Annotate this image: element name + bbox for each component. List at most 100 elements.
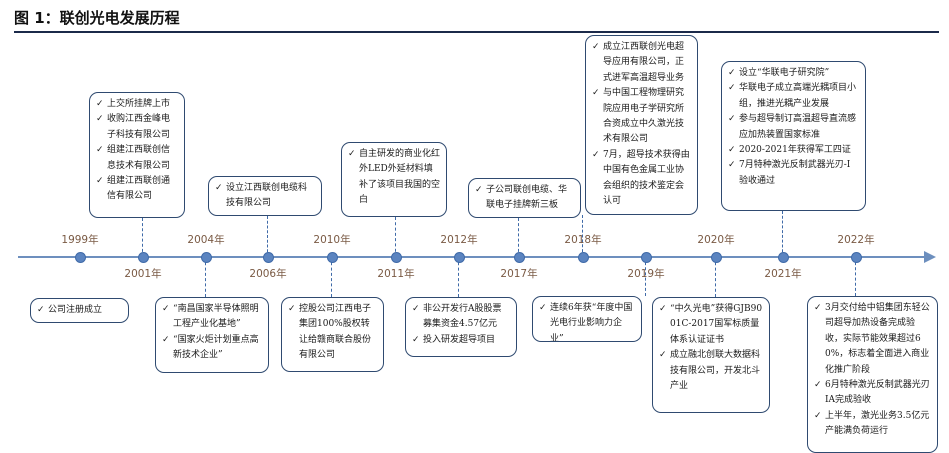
timeline-dot-2019年	[640, 251, 652, 263]
event-item-text: 6月特种激光反制武器光刃IA完成验收	[825, 380, 930, 406]
event-item: ✓与中国工程物理研究院应用电子学研究所合资成立中久激光技术有限公司	[592, 86, 691, 148]
timeline-dot-2010年	[326, 251, 338, 263]
event-item-text: 组建江西联创信息技术有限公司	[107, 145, 171, 171]
connector-2019年	[645, 257, 647, 296]
event-item: ✓设立江西联创电缆科技有限公司	[215, 181, 315, 212]
check-icon: ✓	[96, 99, 104, 109]
event-box-2010-lower: ✓控股公司江西电子集团100%股权转让给赣商联合股份有限公司	[281, 297, 384, 372]
event-item: ✓收购江西金峰电子科技有限公司	[96, 112, 178, 143]
timeline-dot-2001年	[137, 251, 149, 263]
event-item-text: 非公开发行A股股票募集资金4.57亿元	[423, 304, 502, 330]
event-item-text: 成立融北创联大数据科技有限公司，开发北斗产业	[670, 350, 761, 392]
event-item: ✓成立融北创联大数据科技有限公司，开发北斗产业	[659, 348, 763, 394]
timeline-dot-2012年	[453, 251, 465, 263]
event-item-text: 7月，超导技术获得由中国有色金属工业协会组织的技术鉴定会认可	[603, 149, 690, 207]
check-icon: ✓	[592, 149, 600, 160]
event-item-text: 设立“华联电子研究院”	[739, 68, 830, 78]
event-item-text: 收购江西金峰电子科技有限公司	[107, 114, 171, 140]
event-item: ✓3月交付给中铝集团东轻公司超导加热设备完成验收，实际节能效果超过60%，标志着…	[814, 301, 931, 378]
event-box-2019: ✓“中久光电”获得GJB9001C-2017国军标质量体系认证证书✓成立融北创联…	[652, 297, 770, 413]
timeline-dot-1999年	[74, 251, 86, 263]
year-label: 2010年	[313, 234, 351, 246]
event-box-2001: ✓上交所挂牌上市✓收购江西金峰电子科技有限公司✓组建江西联创信息技术有限公司✓组…	[89, 92, 185, 218]
event-item: ✓“南昌国家半导体照明工程产业化基地”	[162, 302, 262, 333]
event-item: ✓华联电子成立高端光耦项目小组，推进光耦产业发展	[728, 81, 859, 112]
timeline-dot-2006年	[262, 251, 274, 263]
check-icon: ✓	[728, 68, 736, 78]
event-item-text: 7月特种激光反制武器光刃-I验收通过	[739, 160, 851, 186]
event-item-text: 投入研发超导项目	[423, 334, 496, 345]
check-icon: ✓	[96, 114, 104, 125]
event-item: ✓2020-2021年获得军工四证	[728, 143, 859, 158]
event-item: ✓上交所挂牌上市	[96, 97, 178, 112]
check-icon: ✓	[728, 160, 736, 171]
timeline-dot-2017年	[513, 251, 525, 263]
check-icon: ✓	[592, 88, 600, 99]
event-box-2020: ✓设立“华联电子研究院”✓华联电子成立高端光耦项目小组，推进光耦产业发展✓参与超…	[721, 61, 866, 211]
check-icon: ✓	[814, 303, 822, 313]
check-icon: ✓	[162, 334, 170, 345]
check-icon: ✓	[96, 145, 104, 156]
timeline-dot-2020年	[710, 251, 722, 263]
event-item-text: “国家火炬计划重点高新技术企业”	[173, 334, 259, 361]
event-item-text: 华联电子成立高端光耦项目小组，推进光耦产业发展	[739, 83, 857, 109]
event-item: ✓成立江西联创光电超导应用有限公司，正式进军高温超导业务	[592, 40, 691, 86]
connector-2021年	[782, 211, 784, 257]
event-box-2018-lower: ✓连续6年获“年度中国光电行业影响力企业”	[532, 296, 642, 342]
event-item: ✓组建江西联创通信有限公司	[96, 174, 178, 205]
event-item: ✓“国家火炬计划重点高新技术企业”	[162, 333, 262, 364]
event-box-2006: ✓设立江西联创电缆科技有限公司	[208, 176, 322, 216]
check-icon: ✓	[728, 114, 736, 125]
connector-2012年	[458, 257, 460, 297]
event-item-text: 3月交付给中铝集团东轻公司超导加热设备完成验收，实际节能效果超过60%，标志着全…	[825, 303, 930, 375]
check-icon: ✓	[728, 83, 736, 94]
event-item: ✓参与超导制订高温超导直流感应加热装置国家标准	[728, 112, 859, 143]
connector-2020年	[715, 257, 717, 297]
connector-2006年	[267, 216, 269, 257]
event-item-text: 2020-2021年获得军工四证	[739, 145, 851, 156]
check-icon: ✓	[162, 304, 170, 314]
event-item: ✓上半年，激光业务3.5亿元产能满负荷运行	[814, 409, 931, 440]
connector-2018年	[582, 215, 584, 257]
event-item-text: “中久光电”获得GJB9001C-2017国军标质量体系认证证书	[670, 304, 763, 345]
check-icon: ✓	[475, 185, 483, 195]
connector-2001年	[142, 218, 144, 257]
event-item: ✓投入研发超导项目	[412, 333, 510, 348]
check-icon: ✓	[659, 304, 667, 314]
event-item: ✓控股公司江西电子集团100%股权转让给赣商联合股份有限公司	[288, 302, 377, 364]
event-item-text: 与中国工程物理研究院应用电子学研究所合资成立中久激光技术有限公司	[603, 88, 685, 145]
event-item: ✓非公开发行A股股票募集资金4.57亿元	[412, 302, 510, 333]
event-item-text: 组建江西联创通信有限公司	[107, 176, 171, 202]
connector-2022年	[855, 257, 857, 296]
event-box-1999: ✓公司注册成立	[30, 298, 129, 323]
check-icon: ✓	[412, 304, 420, 314]
event-item-text: 参与超导制订高温超导直流感应加热装置国家标准	[739, 114, 857, 140]
check-icon: ✓	[215, 183, 223, 193]
check-icon: ✓	[659, 350, 667, 361]
event-item: ✓公司注册成立	[37, 303, 122, 318]
event-item-text: 上半年，激光业务3.5亿元产能满负荷运行	[825, 410, 930, 437]
event-box-2017: ✓子公司联创电缆、华联电子挂牌新三板	[468, 178, 581, 218]
year-label: 1999年	[61, 234, 99, 246]
check-icon: ✓	[288, 304, 296, 314]
year-label: 2006年	[249, 268, 287, 280]
event-item-text: 子公司联创电缆、华联电子挂牌新三板	[486, 185, 568, 211]
event-item-text: 设立江西联创电缆科技有限公司	[226, 183, 308, 209]
year-label: 2012年	[440, 234, 478, 246]
event-item: ✓设立“华联电子研究院”	[728, 66, 859, 81]
check-icon: ✓	[728, 145, 736, 156]
connector-2010年	[331, 257, 333, 297]
year-label: 2011年	[377, 268, 415, 280]
year-label: 2018年	[564, 234, 602, 246]
year-label: 2019年	[627, 268, 665, 280]
event-box-2018-upper: ✓成立江西联创光电超导应用有限公司，正式进军高温超导业务✓与中国工程物理研究院应…	[585, 35, 698, 215]
event-item-text: 成立江西联创光电超导应用有限公司，正式进军高温超导业务	[603, 42, 685, 83]
timeline-dot-2018年	[577, 251, 589, 263]
check-icon: ✓	[814, 380, 822, 391]
event-item: ✓连续6年获“年度中国光电行业影响力企业”	[539, 301, 635, 341]
event-item-text: 控股公司江西电子集团100%股权转让给赣商联合股份有限公司	[299, 304, 372, 361]
event-box-2012: ✓非公开发行A股股票募集资金4.57亿元✓投入研发超导项目	[405, 297, 517, 357]
title-rule	[14, 31, 939, 33]
year-label: 2001年	[124, 268, 162, 280]
timeline-axis	[18, 256, 926, 258]
